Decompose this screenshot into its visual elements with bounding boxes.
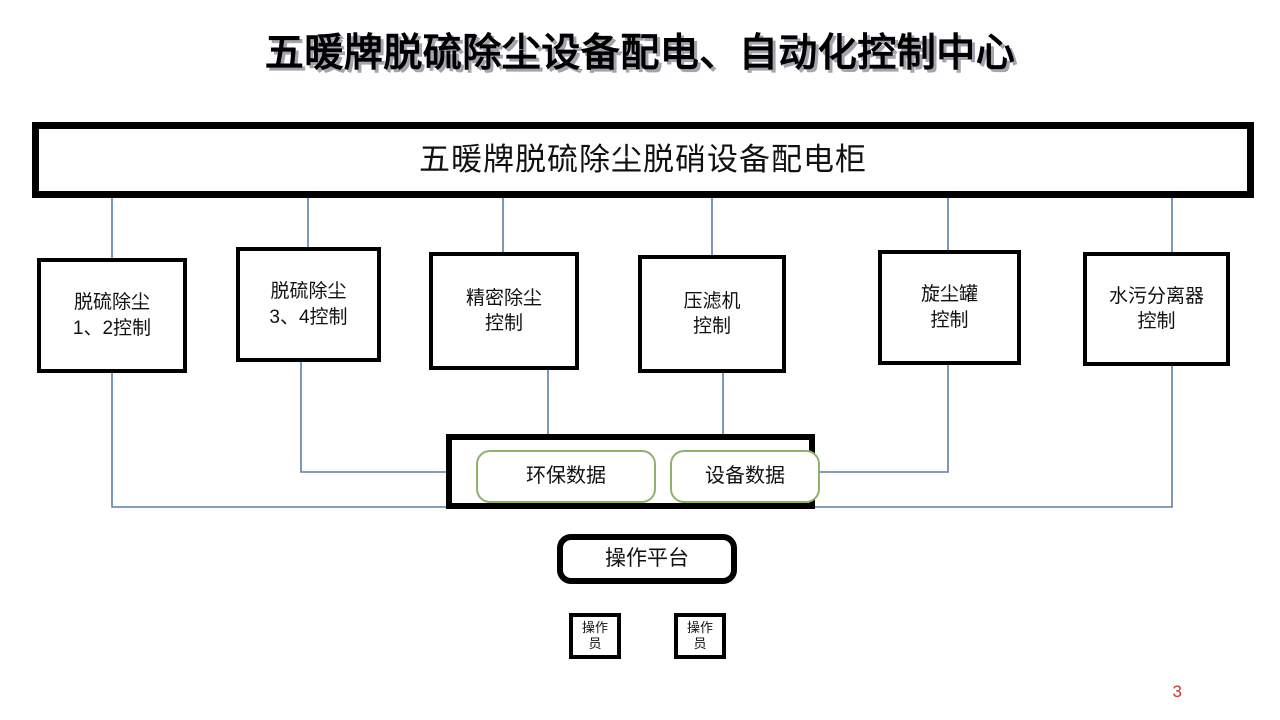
control-box-desulfurization-1-2[interactable]: 脱硫除尘 1、2控制	[37, 258, 187, 373]
page-number: 3	[1172, 682, 1182, 701]
data-chip-label: 环保数据	[526, 465, 606, 488]
data-chip-equipment[interactable]: 设备数据	[670, 450, 820, 503]
operator-box-2[interactable]: 操作 员	[674, 613, 726, 659]
data-chip-environment[interactable]: 环保数据	[476, 450, 656, 503]
control-box-label: 精密除尘 控制	[465, 287, 542, 334]
control-box-cyclone-tank[interactable]: 旋尘罐 控制	[878, 250, 1021, 365]
control-box-filter-press[interactable]: 压滤机 控制	[638, 255, 786, 373]
control-box-label: 旋尘罐 控制	[920, 284, 978, 331]
operator-label: 操作 员	[686, 619, 713, 651]
operator-label: 操作 员	[581, 619, 608, 651]
page-title: 五暖牌脱硫除尘设备配电、自动化控制中心	[264, 32, 1016, 75]
control-box-label: 脱硫除尘 3、4控制	[269, 281, 348, 328]
control-box-desulfurization-3-4[interactable]: 脱硫除尘 3、4控制	[236, 247, 381, 362]
control-box-water-separator[interactable]: 水污分离器 控制	[1083, 252, 1230, 366]
operation-platform-label: 操作平台	[605, 547, 689, 571]
control-box-label: 水污分离器 控制	[1108, 285, 1204, 332]
operation-platform-box[interactable]: 操作平台	[557, 534, 737, 584]
connector-ctrl-6-to-data	[815, 365, 1173, 508]
cabinet-box[interactable]: 五暖牌脱硫除尘脱硝设备配电柜	[32, 122, 1254, 198]
control-box-label: 压滤机 控制	[683, 290, 741, 337]
data-chip-label: 设备数据	[705, 465, 785, 488]
data-group-container: 环保数据 设备数据	[446, 434, 820, 509]
cabinet-label: 五暖牌脱硫除尘脱硝设备配电柜	[419, 141, 867, 177]
operator-box-1[interactable]: 操作 员	[569, 613, 621, 659]
control-box-label: 脱硫除尘 1、2控制	[72, 292, 152, 339]
control-box-precision-dust[interactable]: 精密除尘 控制	[429, 252, 579, 370]
